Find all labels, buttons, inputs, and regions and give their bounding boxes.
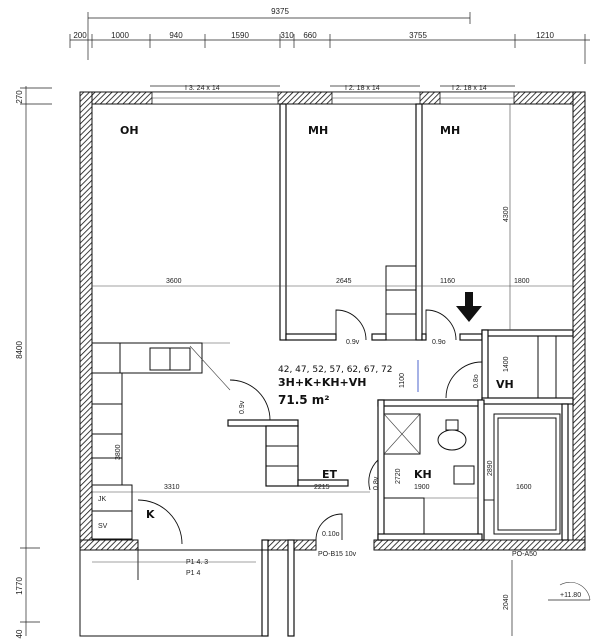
interior-walls: [227, 103, 574, 637]
kitchen-counters: JK SV: [91, 342, 231, 540]
sauna-width-dim: 1600: [516, 484, 532, 491]
room-mh-2: MH: [440, 124, 460, 137]
kitchen-width-dim: 3310: [164, 484, 180, 491]
left-bottom-edge-dim: 40: [15, 629, 24, 638]
interior-dimensions: 3600 2645 1160 1800 4300 3310 3800 2215 …: [115, 206, 532, 491]
oh-width-dim: 3600: [166, 278, 182, 285]
apartment-numbers: 42, 47, 52, 57, 62, 67, 72: [278, 365, 393, 375]
level-marker: +11.80: [560, 592, 581, 599]
room-kh: KH: [414, 468, 432, 481]
hall-height-dim: 1100: [399, 373, 406, 388]
room-vh: VH: [496, 378, 514, 391]
et-width-dim: 2215: [314, 484, 330, 491]
door-code-1: 0.9v: [346, 339, 360, 346]
guidelines: [92, 104, 573, 493]
room-oh: OH: [120, 124, 139, 137]
kh-height-dim: 2720: [395, 468, 402, 484]
top-seg-5: 310: [280, 31, 294, 40]
door-code-5: 0.8v: [373, 476, 380, 490]
room-labels: OH MH MH VH ET KH K: [120, 124, 514, 521]
doors: [137, 292, 494, 580]
kh-width-dim: 1900: [414, 484, 430, 491]
window-tag-2: I 2. 18 x 14: [345, 85, 380, 92]
door-code-3: 0.9v: [239, 400, 246, 414]
mh1-width-dim: 2645: [336, 278, 352, 285]
bathroom-fixtures: [383, 413, 478, 535]
overall-width-label: 9375: [271, 7, 289, 16]
apartment-area: 71.5 m²: [278, 393, 330, 407]
vh-height-dim: 1400: [503, 356, 510, 372]
jk-label: JK: [98, 496, 107, 503]
right-bottom-markers: 2040 +11.80: [503, 560, 591, 636]
left-main-dim: 8400: [15, 341, 24, 359]
exterior-walls: [79, 91, 586, 551]
apartment-info: 42, 47, 52, 57, 62, 67, 72 3H+K+KH+VH 71…: [278, 365, 393, 407]
sauna-door-code: PO-A50: [512, 551, 537, 558]
balcony-door-code-2: P1 4: [186, 570, 201, 577]
door-code-2: 0.9o: [432, 339, 446, 346]
balcony: [79, 549, 269, 637]
sv-label: SV: [98, 523, 108, 530]
door-codes: 0.9v 0.9o 0.9v 0.8o 0.8v 0.10o PO-B15 10…: [186, 339, 537, 577]
mh-depth-dim: 4300: [503, 206, 510, 222]
room-k: K: [146, 508, 155, 521]
top-seg-4: 1590: [231, 31, 249, 40]
top-seg-8: 1210: [536, 31, 554, 40]
apartment-type: 3H+K+KH+VH: [278, 376, 366, 389]
left-top-dim: 270: [15, 90, 24, 104]
top-seg-1: 200: [73, 31, 87, 40]
top-dimensions: 9375 200 1000 940 1590 310 660 3755 1210…: [69, 7, 590, 92]
mh2-width-dim: 1160: [440, 278, 455, 285]
left-dimensions: 270 8400 1770 40: [15, 86, 52, 638]
door-code-4: 0.8o: [473, 374, 480, 388]
room-et: ET: [322, 468, 338, 481]
top-seg-6: 660: [303, 31, 317, 40]
kitchen-depth-dim: 3800: [115, 444, 122, 460]
top-seg-3: 940: [169, 31, 183, 40]
window-tag-1: I 3. 24 x 14: [185, 85, 220, 92]
left-bottom-dim: 1770: [15, 577, 24, 595]
window-tag-3: I 2. 18 x 14: [452, 85, 487, 92]
balcony-door-code: P1 4. 3: [186, 559, 208, 566]
top-seg-7: 3755: [409, 31, 427, 40]
room-mh-1: MH: [308, 124, 328, 137]
top-seg-2: 1000: [111, 31, 129, 40]
entrance-door-code: PO-B15 10v: [318, 551, 357, 558]
right-bottom-dim: 2040: [503, 594, 510, 610]
kh-right-dim: 2890: [487, 460, 494, 476]
door-code-6: 0.10o: [322, 531, 340, 538]
mh2-right-dim: 1800: [514, 278, 530, 285]
